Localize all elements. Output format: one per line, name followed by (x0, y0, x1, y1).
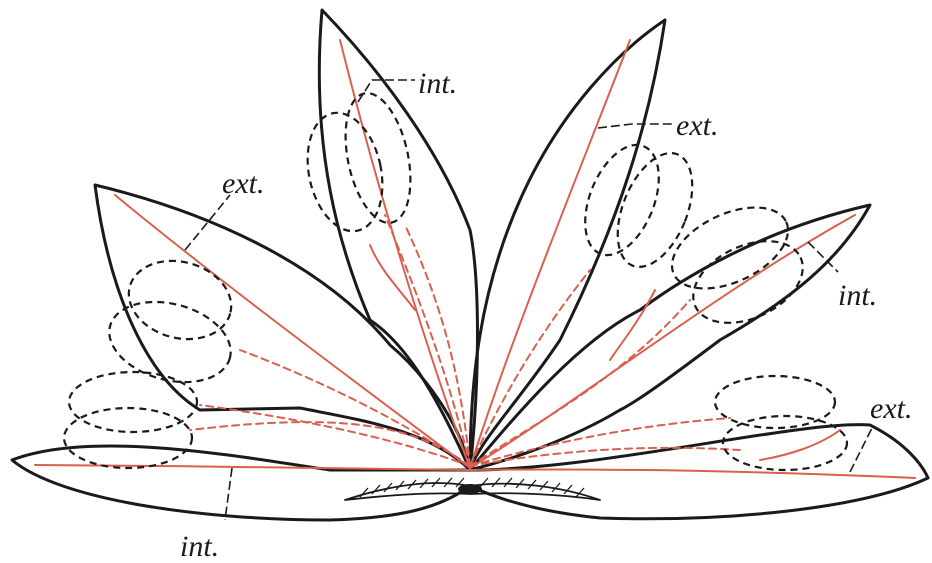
oval-right-lower-a (715, 376, 835, 428)
leader-ext-left (185, 195, 230, 250)
leader-ext-bottom-right (850, 428, 872, 472)
vein-dash-3 (190, 422, 470, 466)
vein-dash-7 (470, 300, 690, 466)
oval-right-center-b (603, 142, 707, 277)
base-center-dot (458, 484, 482, 494)
oval-left-lower-b (64, 408, 192, 468)
oval-left-center-b (335, 87, 421, 229)
leader-ext-top-right (598, 124, 672, 128)
vein-bottom-right (470, 469, 915, 478)
vein-bottom-left (35, 465, 470, 470)
label-ext-left: ext. (222, 167, 264, 200)
vein-branch-1 (370, 245, 415, 310)
oval-right-lower-b (723, 416, 847, 470)
label-int-top: int. (418, 67, 457, 100)
label-ext-bottom-right: ext. (870, 392, 912, 425)
hatched-base (345, 478, 600, 500)
oval-left-upper-b (100, 289, 239, 395)
label-int-right: int. (838, 279, 877, 312)
label-ext-top-right: ext. (676, 109, 718, 142)
leader-int-bottom (225, 468, 232, 520)
oval-right-upper-a (659, 191, 800, 305)
label-int-bottom: int. (180, 530, 219, 563)
oval-left-center-a (297, 106, 392, 238)
labels: int. ext. ext. int. ext. int. (180, 67, 912, 563)
vein-left-center (340, 40, 470, 468)
